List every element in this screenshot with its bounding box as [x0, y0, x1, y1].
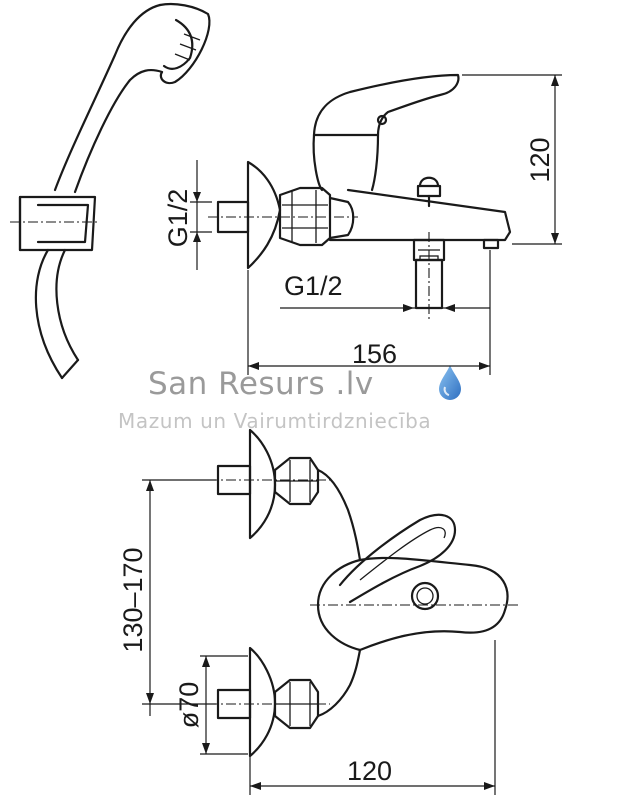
brand-watermark: San Resurs .lv: [148, 366, 374, 402]
tagline-watermark: Mazum un Vairumtirdzniecība: [118, 409, 432, 433]
flange-diameter-label: ø70: [174, 682, 204, 729]
shower-head: [53, 2, 211, 194]
side-view-faucet: [208, 73, 512, 320]
water-drop-icon: [439, 365, 461, 400]
side-width-label: 156: [352, 339, 397, 369]
shower-hose: [34, 248, 80, 380]
top-view-dimensions: [142, 479, 496, 795]
side-thread-label: G1/2: [163, 189, 193, 248]
top-projection-label: 120: [347, 756, 392, 786]
shower-bracket: [10, 195, 100, 252]
bottom-thread-label: G1/2: [284, 271, 343, 301]
side-height-label: 120: [525, 137, 555, 182]
side-view-dimensions: [190, 74, 562, 375]
top-view-faucet: [208, 428, 520, 758]
spacing-range-label: 130–170: [118, 547, 148, 652]
